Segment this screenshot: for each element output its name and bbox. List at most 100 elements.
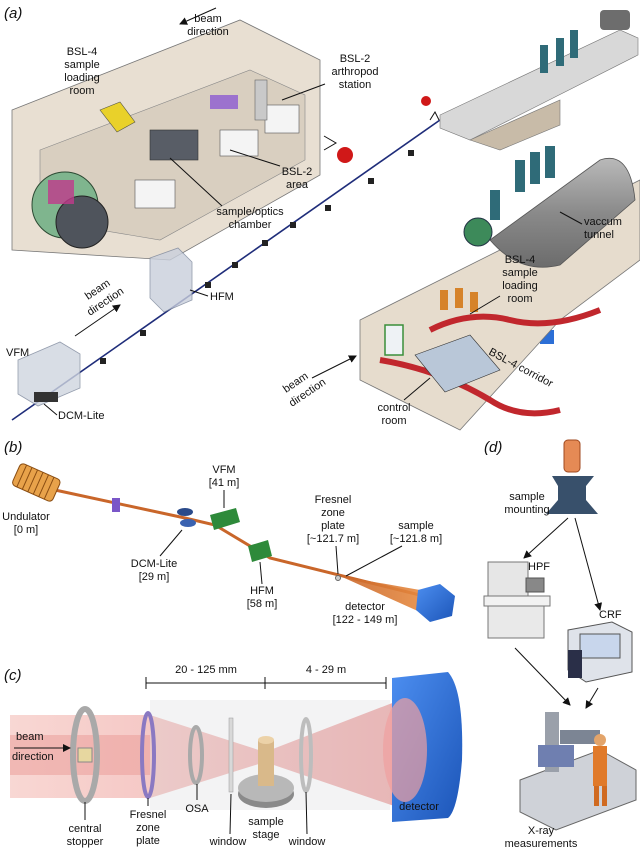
hpf-instrument-icon [483, 561, 551, 639]
svg-text:arthropod: arthropod [331, 66, 378, 78]
beamline-modules [100, 150, 414, 364]
svg-text:chamber: chamber [229, 219, 272, 231]
sample-mounting-icon [546, 439, 598, 514]
svg-text:room: room [507, 293, 532, 305]
label-sample-optics: sample/optics chamber [169, 157, 284, 231]
crf-instrument-icon [567, 621, 633, 683]
label-fresnel-b: Fresnel zone plate [~121.7 m] [307, 494, 359, 575]
svg-text:BSL-4: BSL-4 [505, 254, 536, 266]
svg-text:direction: direction [187, 26, 229, 38]
central-stopper-icon [70, 706, 100, 804]
label-sample-b: sample [~121.8 m] [345, 520, 442, 577]
tunnel-complex-bottom [359, 146, 640, 431]
svg-text:plate: plate [321, 520, 345, 532]
svg-text:DCM-Lite: DCM-Lite [131, 558, 177, 570]
svg-text:[~121.8 m]: [~121.8 m] [390, 533, 442, 545]
label-sample-stage: sample stage [248, 816, 283, 841]
svg-text:tunnel: tunnel [584, 229, 614, 241]
svg-text:OSA: OSA [185, 803, 209, 815]
svg-text:HFM: HFM [210, 291, 234, 303]
panel-label-a: (a) [4, 5, 22, 22]
svg-text:zone: zone [321, 507, 345, 519]
svg-text:central: central [68, 823, 101, 835]
beam-envelope-c [10, 700, 400, 810]
svg-text:sample: sample [64, 59, 99, 71]
label-bsl4-loading-right: BSL-4 sample loading room [469, 254, 538, 315]
svg-text:BSL-4: BSL-4 [67, 46, 98, 58]
dimension-left: 20 - 125 mm [175, 664, 237, 676]
svg-text:direction: direction [12, 751, 54, 763]
svg-text:vaccum: vaccum [584, 216, 622, 228]
svg-text:room: room [381, 415, 406, 427]
svg-text:room: room [69, 85, 94, 97]
svg-text:station: station [339, 79, 371, 91]
svg-text:sample: sample [502, 267, 537, 279]
svg-text:beam: beam [16, 731, 44, 743]
svg-text:window: window [288, 836, 326, 848]
svg-text:plate: plate [136, 835, 160, 847]
fresnel-zone-plate-icon [335, 575, 341, 581]
svg-text:VFM: VFM [212, 464, 235, 476]
svg-text:X-ray: X-ray [528, 825, 555, 837]
svg-text:[29 m]: [29 m] [139, 571, 170, 583]
dcm-lite-icon [177, 508, 196, 527]
marker-red-small [421, 96, 431, 106]
arrow-crf-to-xray [585, 687, 599, 709]
label-detector-b: detector [122 - 149 m] [333, 601, 398, 626]
svg-text:detector: detector [345, 601, 385, 613]
svg-text:measurements: measurements [505, 838, 578, 850]
label-window-right: window [288, 791, 326, 848]
svg-text:VFM: VFM [6, 347, 29, 359]
svg-text:Fresnel: Fresnel [130, 809, 167, 821]
svg-text:sample: sample [248, 816, 283, 828]
panel-label-c: (c) [4, 667, 22, 684]
hfm-mirror-icon [248, 540, 272, 562]
svg-text:stopper: stopper [67, 836, 104, 848]
window-left-icon [228, 717, 234, 793]
label-central-stopper: central stopper [67, 802, 104, 848]
label-sample-mounting: sample mounting [504, 491, 549, 516]
svg-text:stage: stage [253, 829, 280, 841]
svg-text:mounting: mounting [504, 504, 549, 516]
label-vfm-a: VFM [6, 347, 29, 359]
label-crf: CRF [599, 609, 622, 621]
svg-text:Undulator: Undulator [2, 511, 50, 523]
view-angle-small [429, 110, 440, 121]
label-bsl2-area: BSL-2 area [229, 149, 313, 191]
tunnel-hutch-top [439, 10, 639, 151]
panel-label-d: (d) [484, 439, 502, 456]
label-detector-c: detector [399, 801, 439, 813]
svg-text:sample/optics: sample/optics [216, 206, 284, 218]
svg-text:area: area [286, 179, 309, 191]
label-vacuum-tunnel: vaccum tunnel [559, 211, 622, 241]
arrow-hpf-to-xray [514, 647, 571, 706]
svg-text:[41 m]: [41 m] [209, 477, 240, 489]
label-undulator: Undulator [0 m] [2, 511, 50, 536]
vfm-mirror-icon [210, 508, 240, 530]
label-hpf: HPF [528, 561, 550, 573]
svg-text:BSL-2: BSL-2 [282, 166, 313, 178]
dimension-right: 4 - 29 m [306, 664, 346, 676]
svg-text:[0 m]: [0 m] [14, 524, 38, 536]
label-hfm-b: HFM [58 m] [247, 561, 278, 610]
sample-stage-icon [238, 736, 294, 808]
label-hfm: HFM [189, 289, 234, 303]
svg-text:[122 - 149 m]: [122 - 149 m] [333, 614, 398, 626]
label-window-left: window [209, 793, 247, 848]
svg-text:window: window [209, 836, 247, 848]
beam-cone-b [340, 576, 420, 612]
label-xray: X-ray measurements [505, 825, 578, 850]
label-dcm-lite-b: DCM-Lite [29 m] [131, 529, 183, 583]
window-right-icon [299, 717, 313, 793]
detector-icon-c [383, 672, 463, 822]
osa-icon [188, 725, 204, 785]
svg-text:sample: sample [398, 520, 433, 532]
marker-red-large [337, 147, 353, 163]
label-bsl4-loading-top: BSL-4 sample loading room [64, 46, 99, 97]
arrow-to-hpf [523, 517, 569, 559]
hfm-box [149, 247, 193, 313]
svg-text:[58 m]: [58 m] [247, 598, 278, 610]
label-dcm-lite-a: DCM-Lite [43, 403, 104, 422]
stopper-core-icon [77, 747, 93, 763]
